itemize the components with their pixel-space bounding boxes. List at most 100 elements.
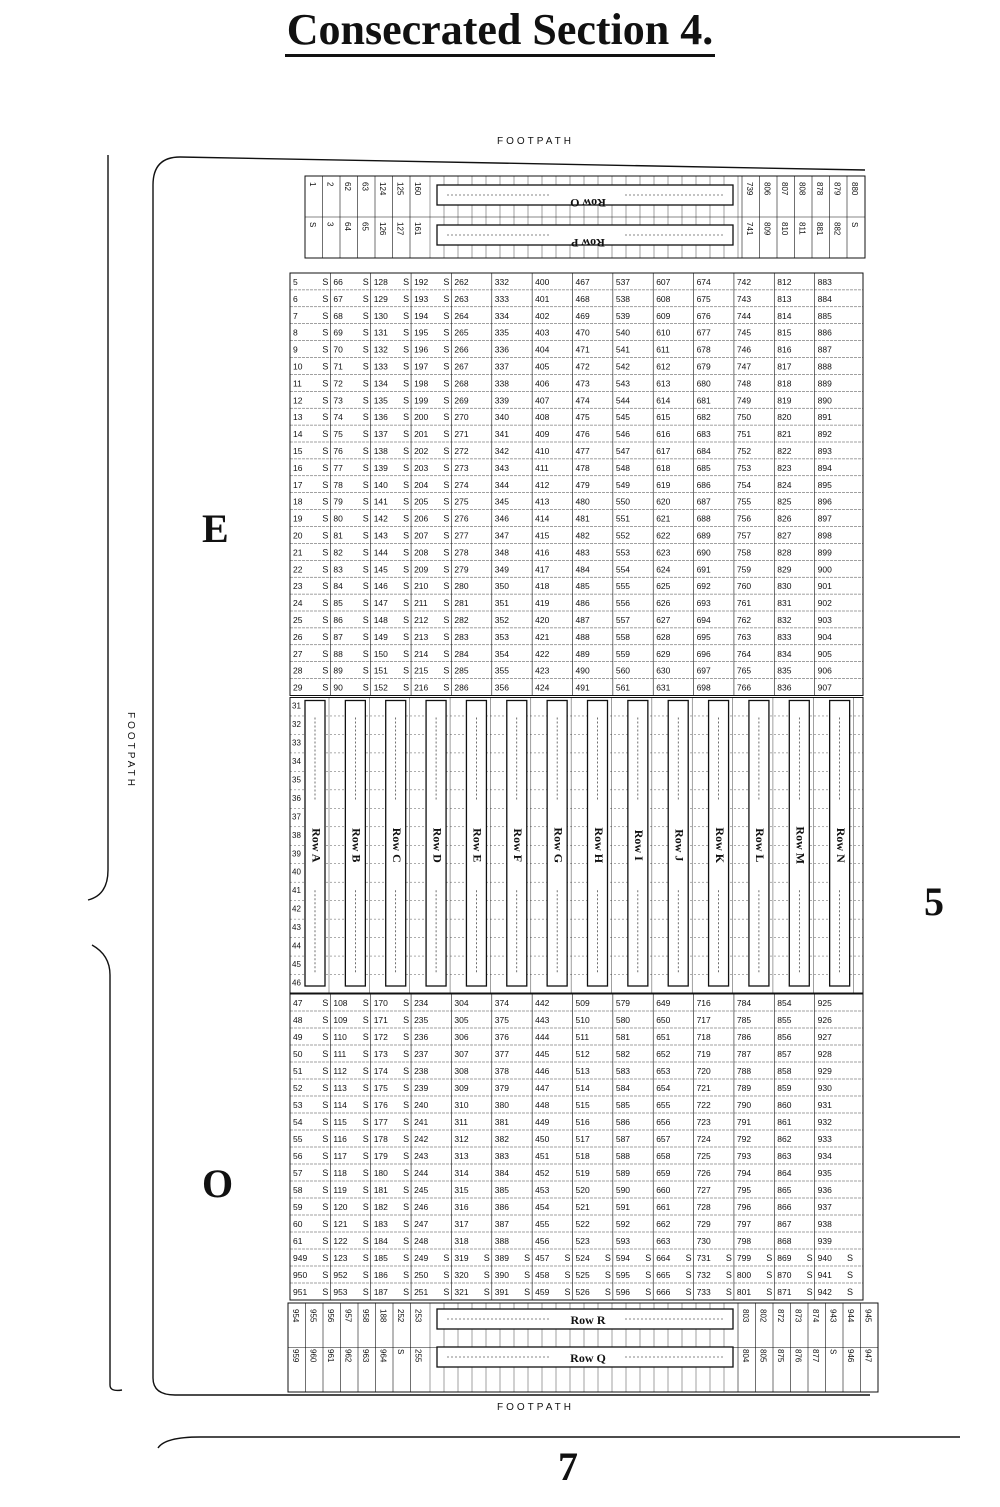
plot-number: 318 <box>454 1236 468 1246</box>
plot-mark: S <box>443 294 449 304</box>
plot-number: 390 <box>495 1270 509 1280</box>
plot-number: 353 <box>495 632 509 642</box>
plot-number: 788 <box>737 1066 751 1076</box>
plot-number: 175 <box>374 1083 388 1093</box>
plot-mark: S <box>322 345 328 355</box>
plot-number: 82 <box>333 547 343 557</box>
plot-mark: S <box>363 514 369 524</box>
plot-number: 193 <box>414 294 428 304</box>
plot-number: 542 <box>616 362 630 372</box>
plot-number: 147 <box>374 598 388 608</box>
plot-mark: S <box>363 1015 369 1025</box>
plot-number: 42 <box>292 905 301 914</box>
plot-number: 958 <box>361 1309 370 1323</box>
plot-number: 616 <box>656 429 670 439</box>
plot-number: 620 <box>656 497 670 507</box>
plot-number: 274 <box>454 480 468 490</box>
plot-number: 521 <box>576 1202 590 1212</box>
plot-number: 796 <box>737 1202 751 1212</box>
plot-number: 49 <box>293 1032 303 1042</box>
plot-number: 140 <box>374 480 388 490</box>
plot-number: 270 <box>454 412 468 422</box>
plot-number: 962 <box>344 1349 353 1363</box>
plot-number: 177 <box>374 1117 388 1127</box>
plot-number: 693 <box>697 598 711 608</box>
plot-mark: S <box>686 1287 692 1297</box>
plot-number: 662 <box>656 1219 670 1229</box>
plot-number: 475 <box>576 412 590 422</box>
plot-mark: S <box>686 1253 692 1263</box>
plot-mark: S <box>443 547 449 557</box>
adjacent-section-7: 7 <box>558 1444 578 1489</box>
plot-number: 408 <box>535 412 549 422</box>
plot-number: 480 <box>576 497 590 507</box>
plot-number: 554 <box>616 564 630 574</box>
plot-number: 812 <box>777 277 791 287</box>
plot-number: 590 <box>616 1185 630 1195</box>
plot-number: 907 <box>818 683 832 693</box>
plot-mark: S <box>726 1253 732 1263</box>
plot-number: 205 <box>414 497 428 507</box>
plot-number: 187 <box>374 1287 388 1297</box>
plot-number: 928 <box>818 1049 832 1059</box>
plot-number: 953 <box>333 1287 347 1297</box>
plot-number: 484 <box>576 564 590 574</box>
plot-number: 541 <box>616 345 630 355</box>
plot-number: 939 <box>818 1236 832 1246</box>
plot-number: 116 <box>333 1134 347 1144</box>
plot-number: 942 <box>818 1287 832 1297</box>
plot-mark: S <box>363 378 369 388</box>
plot-number: 750 <box>737 412 751 422</box>
plot-number: 69 <box>333 328 343 338</box>
plot-number: 22 <box>293 564 303 574</box>
plot-number: 391 <box>495 1287 509 1297</box>
plot-number: 215 <box>414 666 428 676</box>
plot-number: 523 <box>576 1236 590 1246</box>
plot-mark: S <box>403 1253 409 1263</box>
plot-number: 696 <box>697 649 711 659</box>
plot-number: 141 <box>374 497 388 507</box>
plot-number: 930 <box>818 1083 832 1093</box>
plot-number: 803 <box>741 1309 750 1323</box>
row-label: Row F <box>511 828 525 862</box>
plot-number: 110 <box>333 1032 347 1042</box>
plot-number: 619 <box>656 480 670 490</box>
plot-number: 250 <box>414 1270 428 1280</box>
plot-number: 545 <box>616 412 630 422</box>
plot-number: 950 <box>293 1270 307 1280</box>
plot-number: 132 <box>374 345 388 355</box>
plot-number: 833 <box>777 632 791 642</box>
plot-number: 732 <box>697 1270 711 1280</box>
plot-number: 123 <box>333 1253 347 1263</box>
plot-mark: S <box>686 1270 692 1280</box>
plot-number: 556 <box>616 598 630 608</box>
plot-number: 56 <box>293 1151 303 1161</box>
plot-mark: S <box>484 1287 490 1297</box>
plot-number: 489 <box>576 649 590 659</box>
plot-mark: S <box>363 1253 369 1263</box>
plot-mark: S <box>484 1270 490 1280</box>
plot-number: 253 <box>414 1309 423 1323</box>
plot-number: 196 <box>414 345 428 355</box>
plot-mark: S <box>565 1287 571 1297</box>
plot-mark: S <box>524 1253 530 1263</box>
plot-number: 717 <box>697 1015 711 1025</box>
plot-number: 798 <box>737 1236 751 1246</box>
plot-mark: S <box>443 598 449 608</box>
plot-number: 316 <box>454 1202 468 1212</box>
plot-number: 125 <box>396 182 405 196</box>
plot-mark: S <box>322 547 328 557</box>
plot-mark: S <box>322 514 328 524</box>
plot-number: 144 <box>374 547 388 557</box>
plot-number: 23 <box>293 581 303 591</box>
plot-number: 57 <box>293 1168 303 1178</box>
plot-number: 11 <box>293 378 302 388</box>
plot-number: 80 <box>333 514 343 524</box>
plot-number: 952 <box>333 1270 347 1280</box>
plot-mark: S <box>403 311 409 321</box>
plot-number: 486 <box>576 598 590 608</box>
plot-number: 67 <box>333 294 343 304</box>
plot-number: 649 <box>656 998 670 1008</box>
plot-number: 509 <box>576 998 590 1008</box>
left-boundary-upper <box>87 155 109 901</box>
